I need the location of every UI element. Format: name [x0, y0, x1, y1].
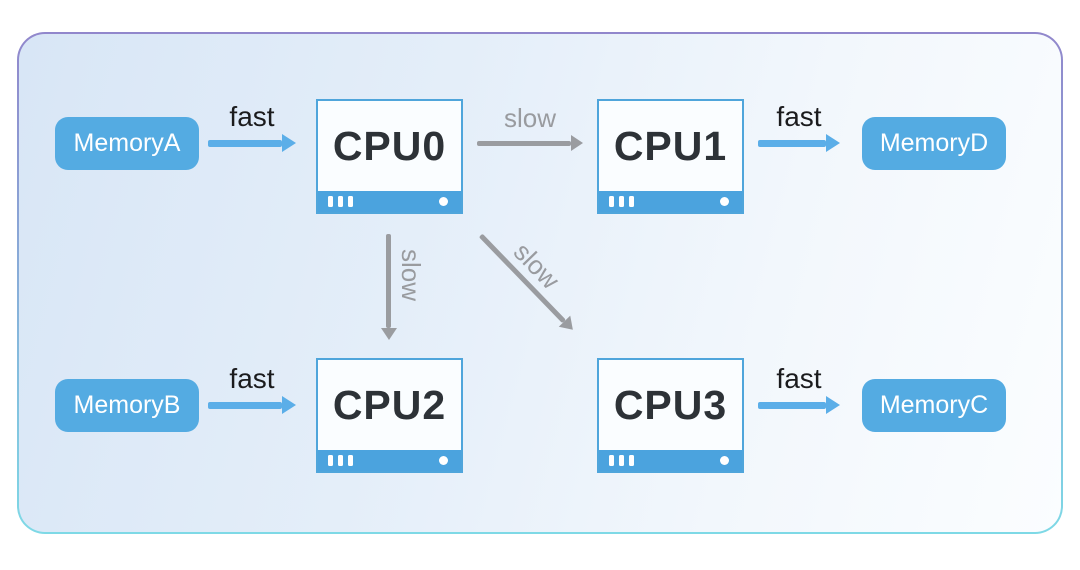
cpu2-label: CPU2: [332, 381, 447, 428]
memory-d-node: MemoryD: [862, 117, 1006, 170]
memory-c-node: MemoryC: [862, 379, 1006, 432]
arrow-cpu3-to-memory-c: [758, 396, 840, 414]
cpu1-footer-bar: [599, 191, 742, 212]
cpu-pins-icon: [328, 455, 353, 466]
cpu0-label: CPU0: [332, 122, 447, 169]
arrowhead-icon: [571, 135, 583, 151]
memory-c-label: MemoryC: [879, 391, 989, 419]
cpu3-label: CPU3: [613, 381, 728, 428]
cpu3-footer-bar: [599, 450, 742, 471]
cpu1-label: CPU1: [613, 122, 728, 169]
arrowhead-icon: [826, 396, 840, 414]
arrow-cpu0-to-cpu1: [477, 134, 583, 152]
memory-b-label: MemoryB: [73, 391, 181, 419]
memory-b-node: MemoryB: [55, 379, 199, 432]
cpu1-node: CPU1: [597, 99, 744, 214]
arrowhead-icon: [826, 134, 840, 152]
memory-d-label: MemoryD: [879, 129, 989, 157]
memory-a-label: MemoryA: [73, 129, 181, 157]
cpu-pins-icon: [328, 196, 353, 207]
cpu-pins-icon: [609, 455, 634, 466]
arrowhead-icon: [282, 396, 296, 414]
arrowhead-icon: [282, 134, 296, 152]
cpu2-footer-bar: [318, 450, 461, 471]
cpu0-node: CPU0: [316, 99, 463, 214]
edge-label-cpu0-cpu1: slow: [503, 103, 556, 133]
arrow-memory-a-to-cpu0: [208, 134, 296, 152]
cpu-indicator-dot-icon: [720, 456, 729, 465]
arrow-memory-b-to-cpu2: [208, 396, 296, 414]
arrow-cpu1-to-memory-d: [758, 134, 840, 152]
cpu-indicator-dot-icon: [439, 197, 448, 206]
edge-label-cpu3-memory-c: fast: [776, 363, 822, 394]
cpu3-node: CPU3: [597, 358, 744, 473]
cpu-pins-icon: [609, 196, 634, 207]
memory-a-node: MemoryA: [55, 117, 199, 170]
edge-label-cpu0-cpu2: slow: [396, 249, 426, 302]
edge-label-memory-a-cpu0: fast: [229, 101, 275, 132]
cpu2-node: CPU2: [316, 358, 463, 473]
cpu-indicator-dot-icon: [720, 197, 729, 206]
cpu0-footer-bar: [318, 191, 461, 212]
cpu-indicator-dot-icon: [439, 456, 448, 465]
arrowhead-icon: [381, 328, 397, 340]
edge-label-memory-b-cpu2: fast: [229, 363, 275, 394]
edge-label-cpu1-memory-d: fast: [776, 101, 822, 132]
